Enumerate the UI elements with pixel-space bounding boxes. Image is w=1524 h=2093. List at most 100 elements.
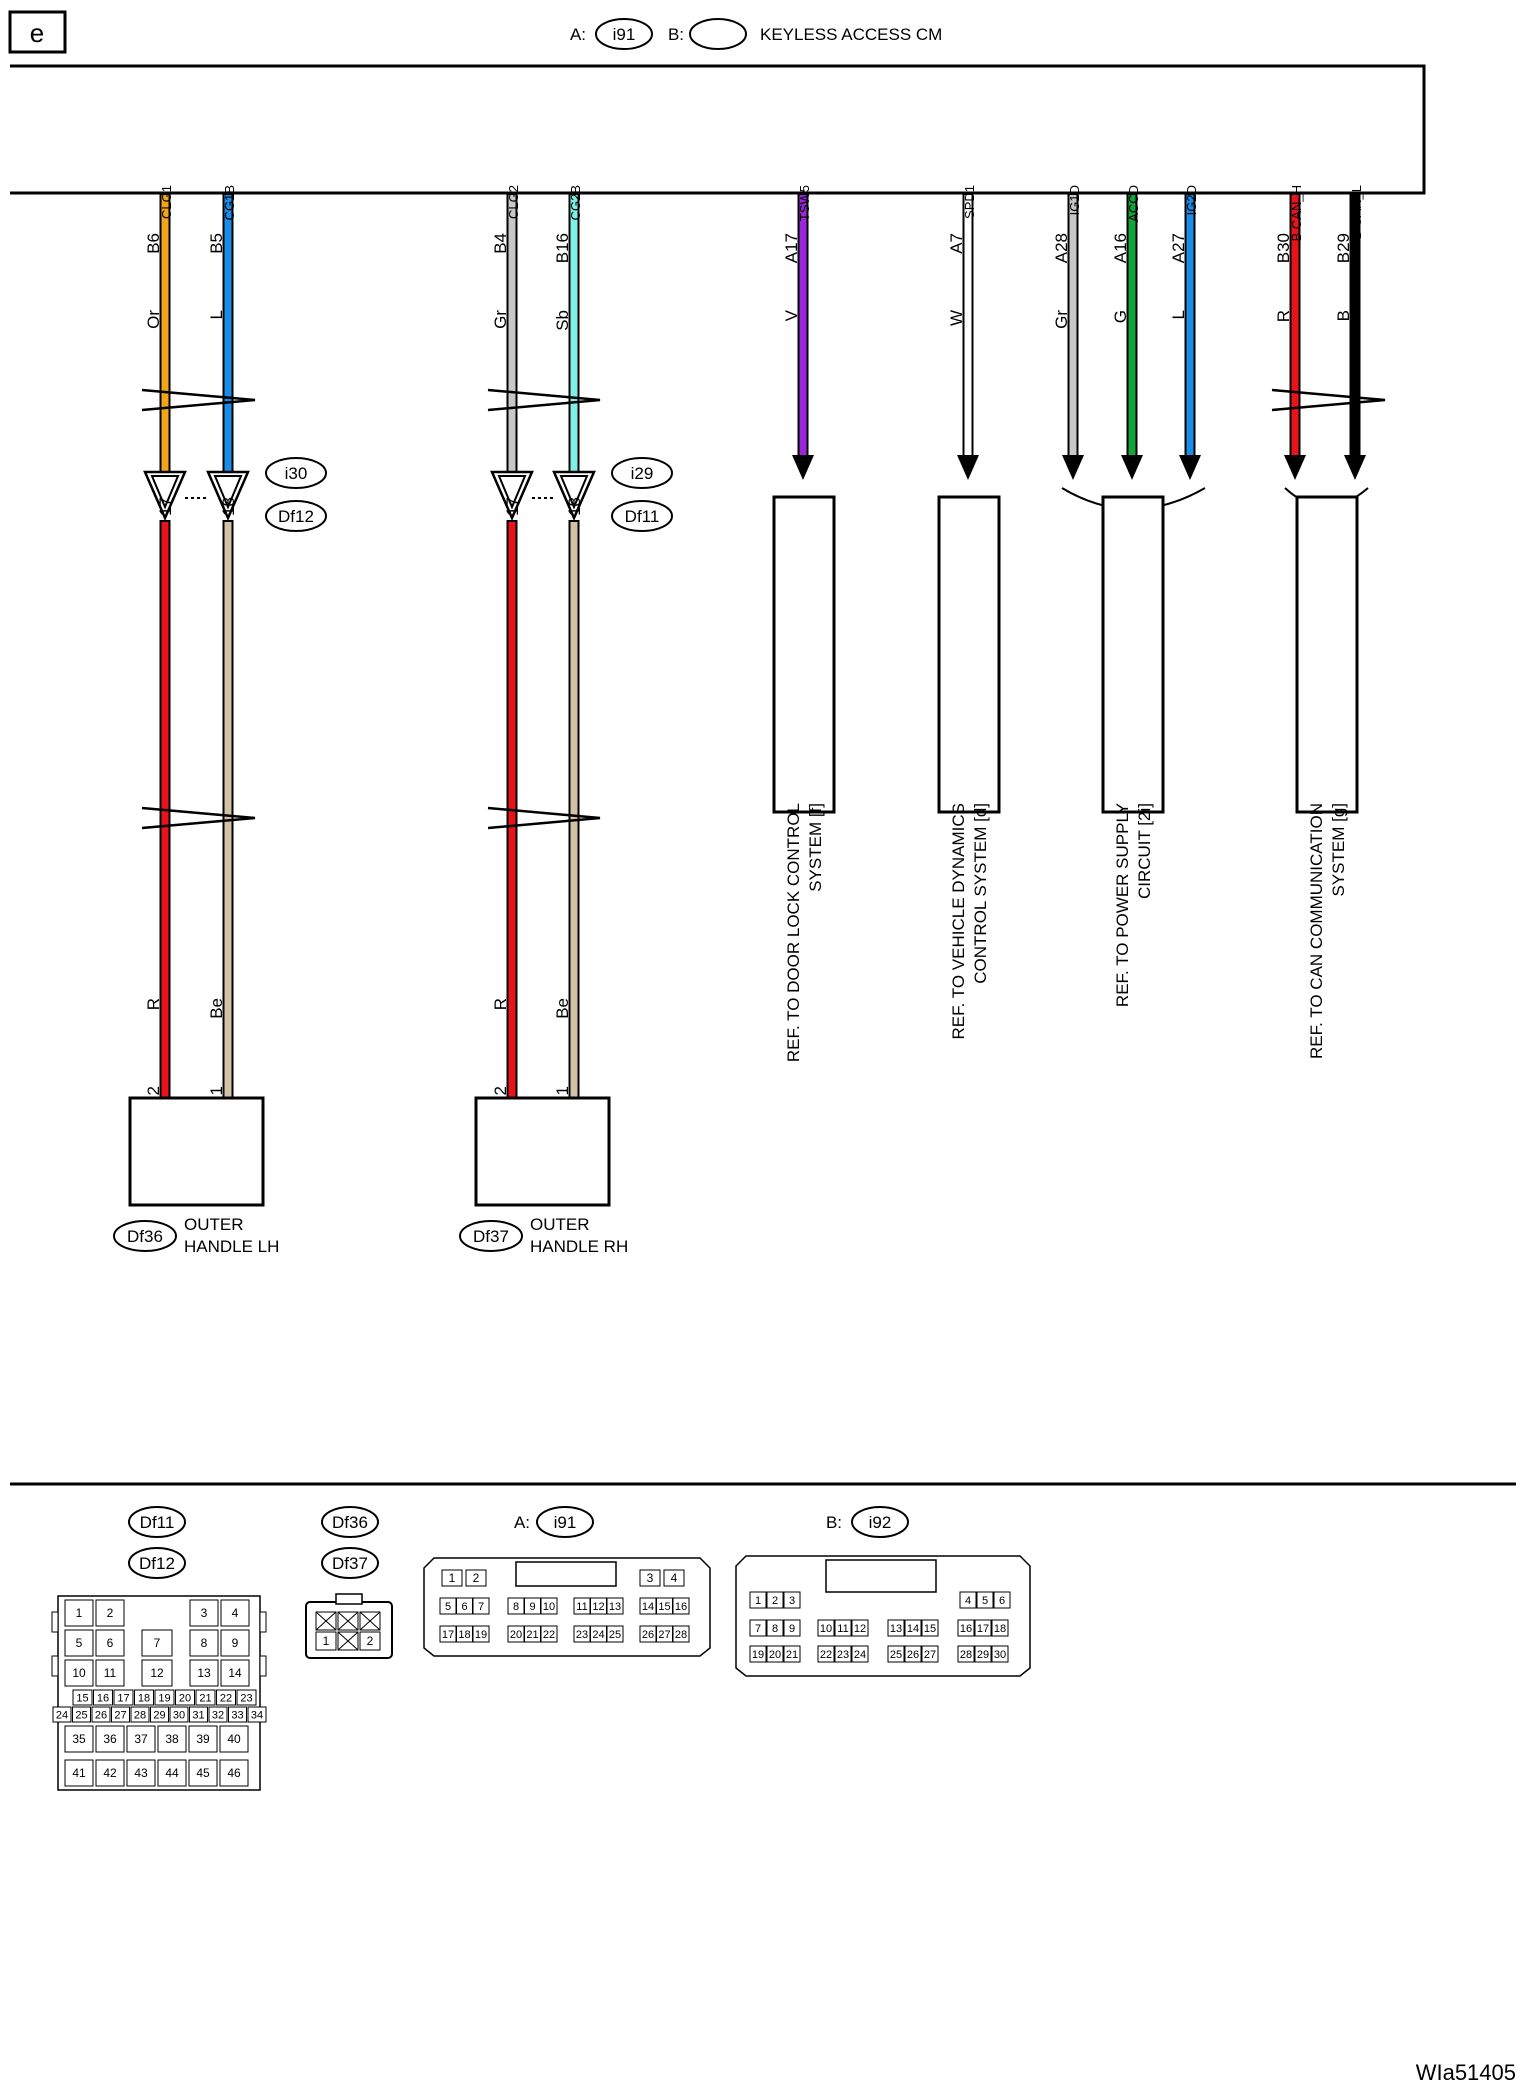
pin-cell: [639, 1569, 661, 1587]
pin-cell: [64, 1725, 94, 1753]
pin-number: 43: [134, 1766, 148, 1780]
pin-number: 3: [647, 1571, 654, 1585]
pin-cell: [72, 1689, 93, 1706]
pin-number: 19: [158, 1693, 170, 1705]
view-label-df11: Df11: [140, 1513, 175, 1532]
joint-triangle-inner: [559, 475, 589, 510]
pin-cell: [169, 1706, 189, 1723]
component-code-oval: [113, 1220, 177, 1252]
reference-line1: REF. TO CAN COMMUNICATION: [1307, 803, 1326, 1059]
pin-number: 40: [227, 1732, 241, 1746]
pin-number: 6: [461, 1601, 467, 1613]
pin-cell: [817, 1619, 835, 1637]
pin-number: 18: [458, 1629, 470, 1641]
pin-number: 20: [769, 1649, 781, 1661]
pin-number: 15: [924, 1623, 936, 1635]
pin-cell: [188, 1759, 218, 1787]
view-prefix-i91: A:: [514, 1513, 530, 1532]
pin-number: 21: [526, 1629, 538, 1641]
reference-line2: CIRCUIT [2i]: [1135, 803, 1154, 899]
pin-number: 14: [907, 1623, 919, 1635]
joint-code-bottom: Df11: [625, 507, 660, 526]
pin-cell: [157, 1759, 187, 1787]
pin-cell: [672, 1625, 690, 1643]
pin-number: 27: [658, 1629, 670, 1641]
pin-cell: [175, 1689, 195, 1706]
reference-line1: REF. TO POWER SUPPLY: [1113, 803, 1132, 1007]
lower-wire-pin: 2: [144, 1086, 163, 1095]
pin-number: 28: [675, 1629, 687, 1641]
pin-number: 1: [449, 1571, 456, 1585]
pin-cell: [189, 1706, 208, 1723]
pin-number: 16: [97, 1693, 109, 1705]
joint-pin: 18: [219, 497, 238, 516]
pin-number: 23: [240, 1693, 252, 1705]
header-a-code: i91: [613, 25, 636, 44]
lower-wire-color-code: R: [144, 998, 163, 1010]
arrow-head: [792, 455, 814, 480]
pin-number: 7: [154, 1636, 161, 1650]
pin-number: 30: [994, 1649, 1006, 1661]
pin-cell: [126, 1759, 156, 1787]
pin-number: 35: [72, 1732, 86, 1746]
component-name-line1: OUTER: [530, 1215, 590, 1234]
pin-number: 26: [642, 1629, 654, 1641]
pin-number: 13: [609, 1601, 621, 1613]
pin-cell: [834, 1619, 852, 1637]
view-label-df36: Df36: [332, 1513, 368, 1532]
pin-cell: [188, 1725, 218, 1753]
break-mark: [487, 806, 601, 830]
pin-label: B29: [1334, 233, 1353, 263]
pin-label: A17: [782, 233, 801, 263]
pin-number: 44: [165, 1766, 179, 1780]
pin-number: 25: [609, 1629, 621, 1641]
pin-cell: [134, 1689, 154, 1706]
signal-name: TSW5: [797, 185, 812, 221]
lower-wire-color-code: R: [491, 998, 510, 1010]
component-code-oval: [459, 1220, 523, 1252]
signal-name: B CAN_H: [1289, 185, 1304, 241]
pin-cell: [95, 1629, 125, 1657]
pin-number: 4: [232, 1606, 239, 1620]
pin-number: 8: [513, 1601, 519, 1613]
pin-cell: [228, 1706, 247, 1723]
pin-number: 3: [201, 1606, 208, 1620]
pin-number: 18: [994, 1623, 1006, 1635]
wire-color-code: R: [1274, 310, 1293, 322]
connector-tab: [259, 1611, 267, 1633]
cavity-cross: [337, 1631, 359, 1651]
pin-number: 34: [251, 1710, 263, 1722]
view-label-df11-oval: [128, 1506, 186, 1538]
reference-box: [937, 495, 1001, 814]
pin-number: 1: [323, 1634, 330, 1648]
pin-number: 16: [960, 1623, 972, 1635]
pin-number: 11: [576, 1601, 587, 1613]
view-label-df12: Df12: [139, 1554, 175, 1573]
pin-number: 6: [107, 1636, 114, 1650]
pin-cell: [64, 1759, 94, 1787]
pin-number: 15: [76, 1693, 88, 1705]
pin-number: 20: [510, 1629, 522, 1641]
pin-cell: [236, 1689, 257, 1706]
pin-cell: [247, 1706, 267, 1723]
joint-code-oval: [265, 500, 327, 532]
pin-number: 5: [445, 1601, 451, 1613]
joint-code-oval: [265, 457, 327, 489]
joint-code-bottom: Df12: [278, 507, 314, 526]
pin-number: 4: [671, 1571, 678, 1585]
pin-number: 11: [104, 1666, 117, 1680]
cavity-cross: [315, 1611, 337, 1631]
pin-cell: [220, 1599, 250, 1627]
joint-code-oval: [611, 457, 673, 489]
pin-number: 23: [837, 1649, 849, 1661]
pin-cell: [834, 1645, 852, 1663]
component-name-line1: OUTER: [184, 1215, 244, 1234]
pin-cell: [465, 1569, 487, 1587]
wire-color-code: Gr: [491, 310, 510, 329]
joint-triangle-inner: [497, 475, 527, 510]
pin-cell: [783, 1645, 801, 1663]
pin-cell: [766, 1619, 784, 1637]
pin-number: 26: [907, 1649, 919, 1661]
pin-number: 41: [72, 1766, 86, 1780]
